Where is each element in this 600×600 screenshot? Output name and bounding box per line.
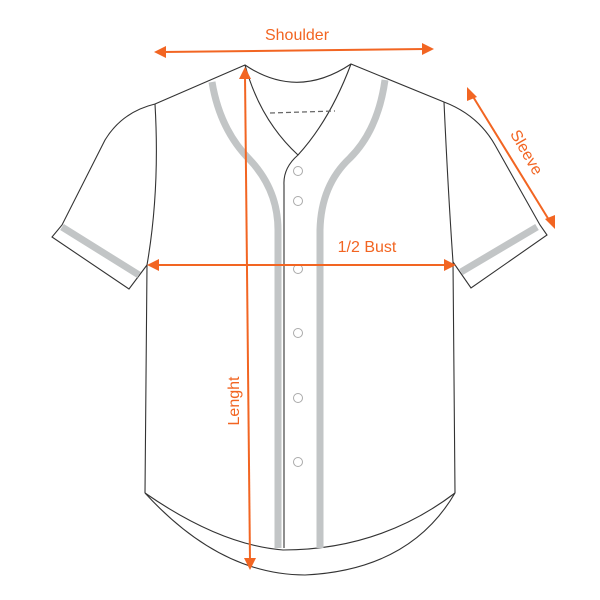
button bbox=[293, 457, 303, 467]
arrow-down-icon bbox=[545, 215, 555, 229]
shoulder-label: Shoulder bbox=[265, 27, 330, 44]
arrow-right-icon bbox=[422, 43, 434, 55]
sleeve-measure: Sleeve bbox=[467, 87, 555, 229]
left-side bbox=[144, 103, 157, 494]
shoulder-line bbox=[154, 63, 445, 105]
arrow-down-icon bbox=[244, 558, 256, 570]
right-side bbox=[443, 101, 456, 494]
button bbox=[293, 196, 303, 206]
neck-right-edge bbox=[297, 63, 352, 156]
length-label: Lenght bbox=[226, 376, 243, 425]
arrow-left-icon bbox=[147, 259, 159, 271]
left-cuff-trim bbox=[60, 224, 141, 278]
sleeve-label: Sleeve bbox=[506, 127, 545, 178]
arrow-up-icon bbox=[467, 87, 477, 101]
button bbox=[293, 393, 303, 403]
bust-label: 1/2 Bust bbox=[338, 239, 397, 256]
arrow-right-icon bbox=[444, 259, 456, 271]
arrow-up-icon bbox=[239, 67, 251, 79]
hem-outer bbox=[144, 492, 456, 576]
arrow-left-icon bbox=[154, 46, 166, 58]
left-piping bbox=[208, 81, 282, 548]
shoulder-measure: Shoulder bbox=[154, 27, 434, 58]
hem-inner bbox=[144, 492, 456, 551]
bust-measure: 1/2 Bust bbox=[147, 239, 456, 271]
buttons bbox=[293, 166, 303, 467]
jersey-outline bbox=[51, 63, 548, 576]
button bbox=[293, 166, 303, 176]
placket-left-edge bbox=[244, 64, 299, 548]
right-piping bbox=[316, 79, 389, 548]
collar-stitch bbox=[269, 110, 336, 114]
right-cuff-trim bbox=[459, 223, 539, 276]
right-sleeve bbox=[443, 101, 548, 289]
length-measure: Lenght bbox=[226, 67, 256, 570]
button bbox=[293, 328, 303, 338]
left-sleeve bbox=[51, 103, 156, 290]
